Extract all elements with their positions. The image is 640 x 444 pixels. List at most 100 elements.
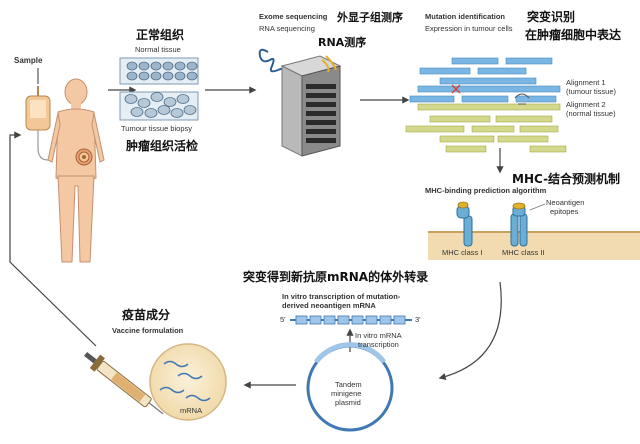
normal-cell — [138, 71, 150, 81]
tumour-cell — [150, 92, 164, 102]
tumour-cell — [130, 107, 144, 117]
normal-cell — [126, 61, 138, 71]
sequencer-slot — [306, 84, 336, 89]
mrna-segment — [295, 315, 308, 325]
normal-read — [495, 115, 553, 123]
sequencer-slot — [306, 129, 336, 134]
alignment-reads — [405, 57, 567, 153]
sequencer-slot — [306, 111, 336, 116]
tumour-cell — [163, 97, 177, 107]
plasmid-label-line3: plasmid — [335, 398, 361, 407]
plasmid-label-line1: Tandem — [335, 380, 362, 389]
tumour-cell — [183, 105, 197, 115]
tumour-read — [451, 57, 499, 65]
ivt-label-line1: In vitro mRNA — [355, 331, 402, 340]
mrna-label: mRNA — [180, 406, 203, 415]
mrna-segment — [393, 315, 406, 325]
alignment-1-bar — [417, 85, 561, 93]
iv-bag-icon — [25, 68, 51, 161]
tumour-cell — [157, 105, 171, 115]
tumour-read — [439, 77, 537, 85]
mrna-segment — [337, 315, 350, 325]
tumour-cell — [176, 94, 190, 104]
rna-sequencing-label: RNA sequencing — [259, 24, 315, 33]
mhc-class-i-label: MHC class I — [442, 248, 483, 257]
vaccine-title-cn: 疫苗成分 — [122, 308, 171, 322]
mrna-segment — [309, 315, 322, 325]
normal-read — [445, 145, 487, 153]
mrna-segment — [323, 315, 336, 325]
sequencer-slot — [306, 102, 336, 107]
expression-tumour-cn: 在肿瘤细胞中表达 — [525, 28, 622, 42]
arrow-mhc-to-plasmid — [438, 281, 502, 381]
alignment-2-sub-label: (normal tissue) — [566, 109, 616, 118]
mhc-class-i-icon — [456, 201, 473, 247]
normal-tissue-slide — [119, 57, 199, 85]
tumour-cell — [144, 108, 158, 118]
normal-tissue-label: Normal tissue — [135, 45, 181, 54]
alignment-2-label: Alignment 2 — [566, 100, 606, 109]
alignment-1-label: Alignment 1 — [566, 78, 606, 87]
human-body-icon — [47, 78, 105, 263]
mrna-segment — [351, 315, 364, 325]
three-prime-label: 3' — [415, 315, 421, 324]
sequencer-slot — [306, 93, 336, 98]
normal-cell — [174, 61, 186, 71]
mrna-strand — [290, 315, 412, 325]
tumour-read — [419, 67, 471, 75]
rna-sequencing-cn: RNA测序 — [318, 36, 367, 49]
tumour-tissue-slide — [119, 91, 199, 121]
tumour-read — [515, 95, 557, 103]
normal-read — [471, 125, 515, 133]
normal-read — [497, 135, 549, 143]
sequencer-slot — [306, 138, 336, 143]
ivt-title-line2: derived neoantigen mRNA — [282, 301, 376, 310]
mutation-marks — [451, 84, 530, 105]
mhc-algorithm-label: MHC-binding prediction algorithm — [425, 186, 547, 195]
mrna-segment — [365, 315, 378, 325]
sample-label: Sample — [14, 56, 43, 65]
vaccine-dish-icon — [149, 343, 227, 421]
normal-cell — [150, 71, 162, 81]
ivt-title-cn: 突变得到新抗原mRNA的体外转录 — [243, 270, 429, 284]
normal-cell — [186, 61, 198, 71]
normal-cell — [174, 71, 186, 81]
normal-cell — [162, 61, 174, 71]
alignment-2-bar — [417, 103, 561, 111]
five-prime-label: 5' — [280, 315, 286, 324]
alignment-1-sub-label: (tumour tissue) — [566, 87, 617, 96]
mhc-class-ii-icon — [510, 202, 546, 247]
vaccine-formulation-label: Vaccine formulation — [112, 326, 184, 335]
tumour-cell — [137, 98, 151, 108]
tumour-read — [461, 95, 509, 103]
normal-read — [519, 125, 559, 133]
normal-cell — [138, 61, 150, 71]
mutation-identification-cn: 突变识别 — [527, 10, 576, 24]
normal-read — [405, 125, 465, 133]
tumour-cell — [170, 108, 184, 118]
normal-read — [529, 145, 567, 153]
tumour-read — [505, 57, 553, 65]
exome-sequencing-label: Exome sequencing — [259, 12, 328, 21]
sequencer-machine-icon — [258, 48, 342, 157]
syringe-icon — [84, 351, 164, 415]
normal-read — [439, 135, 495, 143]
exome-sequencing-cn: 外显子组测序 — [337, 11, 403, 24]
ivt-title-line1: In vitro transcription of mutation- — [282, 292, 401, 301]
normal-cell — [150, 61, 162, 71]
tumour-cell — [124, 94, 138, 104]
normal-read — [429, 115, 491, 123]
plasmid-label-line2: minigene — [331, 389, 362, 398]
arrow-vaccine-to-sample — [9, 131, 97, 347]
ivt-label-line2: transcription — [358, 340, 399, 349]
tumour-tissue-label: Tumour tissue biopsy — [121, 124, 193, 133]
sequencer-slot — [306, 120, 336, 125]
normal-cell — [162, 71, 174, 81]
epitopes-label: epitopes — [550, 207, 579, 216]
normal-tissue-title-cn: 正常组织 — [136, 28, 185, 42]
neoantigen-label: Neoantigen — [546, 198, 585, 207]
cell-membrane — [428, 231, 640, 260]
mhc-title-cn: MHC-结合预测机制 — [512, 172, 621, 186]
normal-cell — [126, 71, 138, 81]
